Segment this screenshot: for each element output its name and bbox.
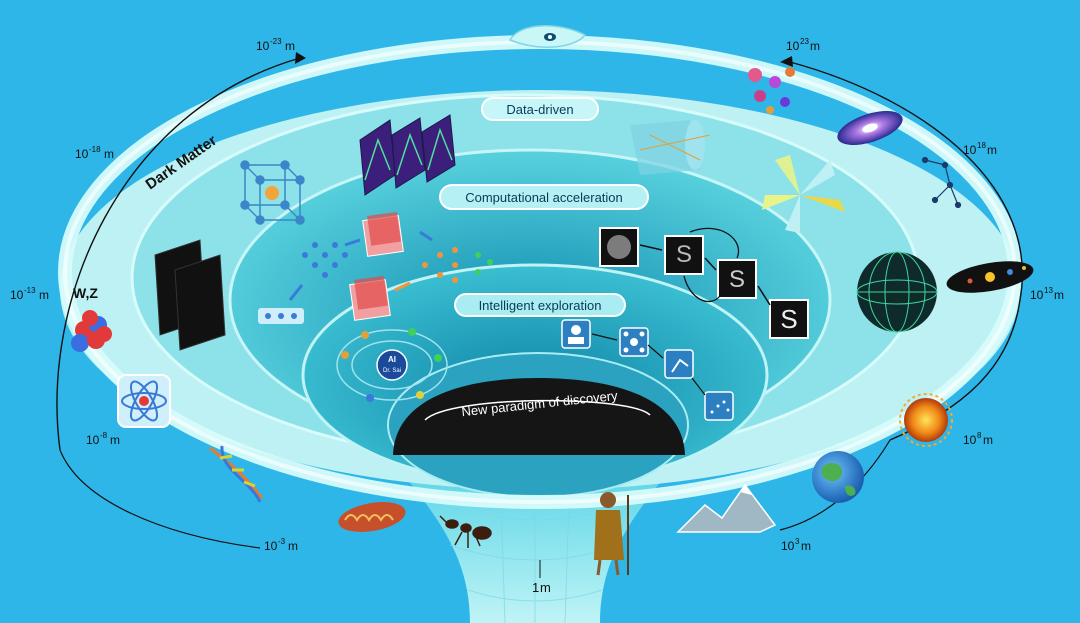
scale-label-m23: 10 23 m	[786, 37, 820, 53]
galaxy-icon	[837, 111, 903, 145]
scale-exp: 23	[800, 37, 809, 46]
detector-grid-icon	[154, 239, 226, 351]
ant-icon	[439, 515, 492, 548]
scale-unit: m	[288, 539, 298, 553]
scale-base: 10	[264, 539, 278, 553]
sphere-grid-icon	[856, 251, 938, 333]
scale-base: 10	[75, 147, 89, 161]
scale-base: 10	[781, 539, 795, 553]
svg-text:S: S	[676, 241, 692, 268]
scale-exp: 3	[795, 537, 800, 546]
scale-unit: m	[801, 539, 811, 553]
scale-label-m8: 10 8 m	[963, 431, 993, 447]
scale-unit: m	[39, 288, 49, 302]
label-data-driven: Data-driven	[506, 102, 573, 117]
nucleus-icon	[71, 310, 112, 352]
scale-exp: -23	[270, 37, 282, 46]
scale-label-m1: 1 m	[532, 560, 551, 595]
dna-icon	[209, 445, 264, 503]
collider-barrel-icon	[630, 120, 711, 175]
scale-base: 10	[786, 39, 800, 53]
scale-unit: m	[1054, 288, 1064, 302]
scale-base: 10	[10, 288, 24, 302]
jet-cones-icon	[762, 155, 845, 233]
atom-icon	[117, 374, 171, 428]
scale-exp: -8	[100, 431, 108, 440]
svg-text:S: S	[780, 304, 797, 334]
input-vector-icon	[258, 308, 304, 324]
dark-matter-arrow	[295, 52, 306, 64]
workflow-icons	[561, 319, 734, 421]
flow-arrows-icon	[288, 230, 433, 301]
scale-base: 10	[256, 39, 270, 53]
scale-label-m3n: 10 -3 m	[264, 537, 298, 553]
mountain-icon	[676, 483, 777, 533]
dark-matter-arc	[56, 57, 301, 451]
neural-net-orange-icon	[422, 247, 458, 283]
neural-net-icon	[302, 242, 348, 278]
label-computational: Computational acceleration	[465, 190, 623, 205]
generation-squares-icon: S S S	[599, 227, 809, 339]
funnel-stem-grid	[429, 469, 641, 623]
scale-unit: m	[540, 580, 551, 595]
svg-text:S: S	[729, 266, 745, 293]
scale-label-m23n: 10 -23 m	[256, 37, 295, 53]
scale-unit: m	[983, 433, 993, 447]
scale-unit: m	[104, 147, 114, 161]
pill-data-driven: Data-driven	[481, 97, 599, 121]
scale-base: 10	[963, 433, 977, 447]
core-black	[393, 378, 685, 455]
scale-label-m13: 10 13 m	[1030, 286, 1064, 302]
scale-exp: -13	[24, 286, 36, 295]
scale-exp: 13	[1044, 286, 1053, 295]
scale-unit: m	[285, 39, 295, 53]
ai-badge-subtitle: Dr. Sai	[383, 368, 401, 374]
scale-unit: m	[810, 39, 820, 53]
scale-label-m18: 10 18 m	[963, 141, 997, 157]
heatmap-cards-icon	[349, 211, 404, 321]
earth-icon	[812, 451, 864, 503]
ai-orbit-icon: AI Dr. Sai	[336, 328, 448, 402]
constellation-icon	[921, 156, 962, 209]
ai-badge-title: AI	[388, 355, 396, 364]
pill-computational: Computational acceleration	[439, 184, 649, 210]
scale-label-m18n: 10 -18 m	[75, 145, 114, 161]
pill-intelligent: Intelligent exploration	[454, 293, 626, 317]
crystal-lattice-icon	[240, 160, 305, 225]
scale-label-m13n: 10 -13 m	[10, 286, 49, 302]
scale-exp: 18	[977, 141, 986, 150]
detector-panels-icon	[359, 114, 456, 196]
mitochondrion-icon	[338, 502, 406, 532]
right-scale-arrow	[780, 56, 793, 67]
scale-unit: m	[987, 143, 997, 157]
sun-icon	[899, 393, 953, 447]
scale-base: 1	[532, 580, 539, 595]
scale-exp: -18	[89, 145, 101, 154]
output-dots-icon	[475, 252, 493, 275]
label-intelligent: Intelligent exploration	[479, 298, 602, 313]
scale-unit: m	[110, 433, 120, 447]
scale-label-m3: 10 3 m	[781, 537, 811, 553]
scale-base: 10	[1030, 288, 1044, 302]
scale-label-m8n: 10 -8 m	[86, 431, 120, 447]
scale-base: 10	[963, 143, 977, 157]
scale-base: 10	[86, 433, 100, 447]
wz-label: W,Z	[73, 285, 98, 301]
serpent-head-icon	[508, 25, 587, 48]
caveman-icon	[594, 492, 629, 576]
left-lower-arc	[59, 449, 261, 549]
scale-exp: -3	[278, 537, 286, 546]
scale-exp: 8	[977, 431, 982, 440]
solar-system-icon	[946, 261, 1034, 293]
galaxy-cluster-icon	[748, 67, 795, 114]
